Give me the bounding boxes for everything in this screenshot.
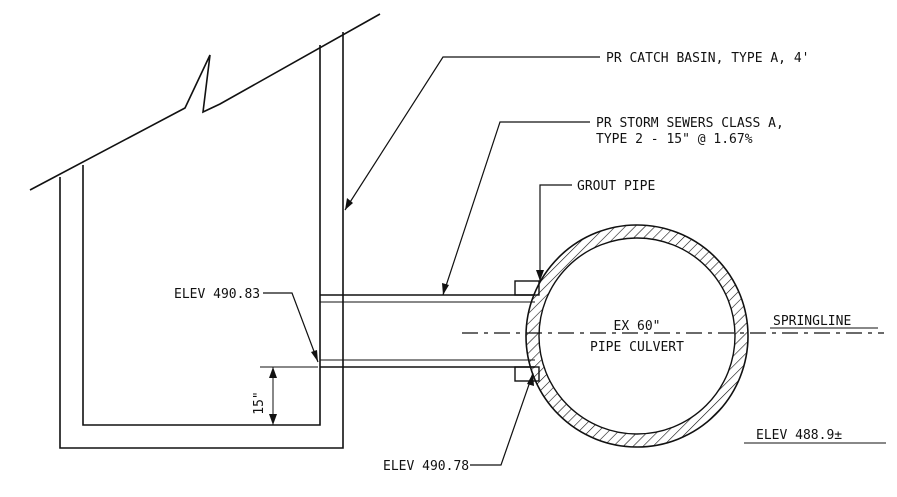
dimension-15 <box>260 366 318 426</box>
catch-basin-inner-wall <box>82 45 321 426</box>
label-culvert-line2: PIPE CULVERT <box>590 340 684 355</box>
label-catch-basin: PR CATCH BASIN, TYPE A, 4' <box>606 51 810 66</box>
pipe-culvert-wall <box>526 225 748 447</box>
label-dim-15: 15" <box>252 391 267 414</box>
label-elev-culvert: ELEV 488.9± <box>756 428 842 443</box>
catch-basin-outer-wall <box>59 32 344 449</box>
storm-sewer-pipe <box>320 294 535 368</box>
label-grout-pipe: GROUT PIPE <box>577 179 655 194</box>
label-storm-sewer-line2: TYPE 2 - 15" @ 1.67% <box>596 132 753 147</box>
label-culvert-line1: EX 60" <box>614 319 661 334</box>
label-springline: SPRINGLINE <box>773 314 851 329</box>
leader-storm-sewer <box>442 121 590 296</box>
label-elev-bottom: ELEV 490.78 <box>383 459 469 474</box>
leader-catch-basin <box>344 56 600 211</box>
leader-elev-bottom <box>470 372 534 466</box>
leader-elev-top <box>263 292 319 363</box>
catch-basin <box>59 32 344 449</box>
label-storm-sewer-line1: PR STORM SEWERS CLASS A, <box>596 116 784 131</box>
ground-line <box>29 13 381 191</box>
leader-grout-pipe <box>539 184 572 281</box>
pipe-culvert <box>525 224 749 448</box>
label-elev-top: ELEV 490.83 <box>174 287 260 302</box>
